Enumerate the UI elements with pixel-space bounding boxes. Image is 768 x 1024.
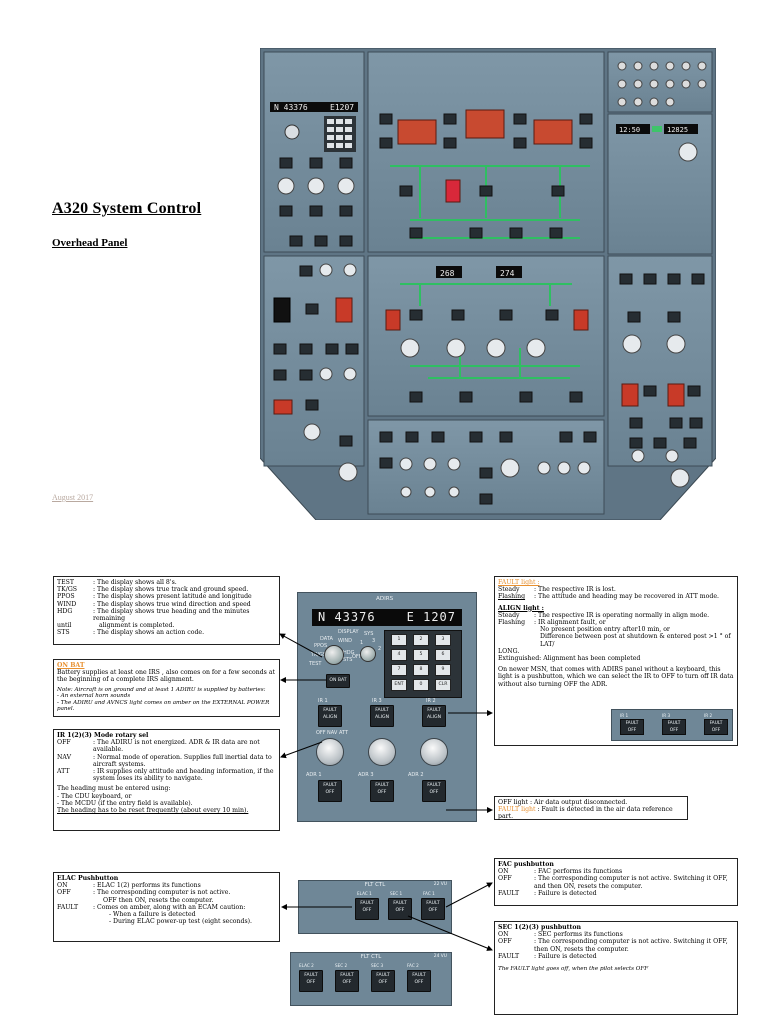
ir2-label: IR 2 [426,698,436,704]
key-3[interactable]: 3 [435,634,451,646]
key-4[interactable]: 4 [391,649,407,661]
arrow-ir-mode [280,741,323,759]
display-selector-label: DISPLAY [338,629,359,635]
sys-pos-3: 3 [372,638,376,644]
ir3-mode-rotary[interactable] [368,738,396,766]
flt-ctl-panel-bottom: FLT CTL 24 VU ELAC 2 SEC 2 SEC 3 FAC 2 F… [290,952,452,1006]
ir2-mode-rotary[interactable] [420,738,448,766]
on-bat-box: ON BAT Battery supplies at least one IRS… [53,659,280,717]
overhead-clock-right: 12825 [667,126,688,134]
overhead-ir-display-right: E1207 [330,103,354,112]
adirs-panel-title: ADIRS [376,596,394,602]
adirs-display: N 43376 E 1207 [312,609,462,626]
display-mode-wind: WIND [338,638,353,644]
display-selector-knob[interactable] [324,645,344,665]
key-8[interactable]: 8 [413,664,429,676]
sys-pos-2: 2 [378,646,382,652]
overhead-pressure-left: 268 [440,269,455,278]
ir3-label: IR 3 [372,698,382,704]
overhead-clock-left: 12:50 [619,126,640,134]
display-mode-data: DATA [320,636,333,642]
key-0[interactable]: 0 [413,679,429,691]
rotary-pos-nav: NAV [327,730,338,736]
display-mode-hdg: HDG [343,650,355,656]
sys-selector-label: SYS [364,631,374,637]
key-7[interactable]: 7 [391,664,407,676]
adr2-label: ADR 2 [408,772,424,778]
elac-pushbutton-box: ELAC Pushbutton ON: ELAC 1(2) performs i… [53,872,280,942]
on-bat-light: ON BAT [326,674,350,688]
overhead-pressure-right: 274 [500,269,515,278]
arrow-sec [407,915,493,951]
adr-off-light-box: OFF light : Air data output disconnected… [494,796,688,820]
display-mode-ppos: PPOS [314,643,328,649]
overhead-panel-illustration: N 43376 E1207 268 274 [260,48,716,520]
key-clr[interactable]: CLR [435,679,451,691]
fault-align-light-box: FAULT light : Steady: The respective IR … [494,576,738,746]
document-subtitle: Overhead Panel [52,237,128,249]
rotary-pos-off: OFF [316,730,326,736]
key-1[interactable]: 1 [391,634,407,646]
document-date: August 2017 [52,493,94,502]
ir-mode-box: IR 1(2)(3) Mode rotary sel OFF: The ADIR… [53,729,280,831]
overhead-ir-display-left: N 43376 [274,103,308,112]
adirs-keypad: 1 2 3 4 5 6 7 8 9 ENT 0 CLR [384,630,462,698]
document-title: A320 System Control [52,200,202,217]
key-ent[interactable]: ENT [391,679,407,691]
rotary-pos-att: ATT [339,730,349,736]
sys-selector-knob[interactable] [360,646,376,662]
adr1-label: ADR 1 [306,772,322,778]
sys-pos-off: OFF [352,654,362,660]
display-mode-test: TEST [309,661,322,667]
adirs-display-lat: N 43376 [318,610,376,624]
fac-pushbutton-box: FAC pushbutton ON: FAC performs its func… [494,858,738,906]
arrow-fac [445,882,493,908]
adr3-label: ADR 3 [358,772,374,778]
key-6[interactable]: 6 [435,649,451,661]
key-2[interactable]: 2 [413,634,429,646]
adirs-display-lon: E 1207 [406,610,456,624]
ir1-label: IR 1 [318,698,328,704]
sys-pos-1: 1 [360,640,364,646]
arrow-display-selector [279,633,323,658]
display-mode-sts: STS [343,657,353,663]
key-9[interactable]: 9 [435,664,451,676]
display-modes-box: TEST: The display shows all 8's. TK/GS: … [53,576,280,645]
sec-pushbutton-box: SEC 1(2)(3) pushbutton ON: SEC performs … [494,921,738,1015]
key-5[interactable]: 5 [413,649,429,661]
